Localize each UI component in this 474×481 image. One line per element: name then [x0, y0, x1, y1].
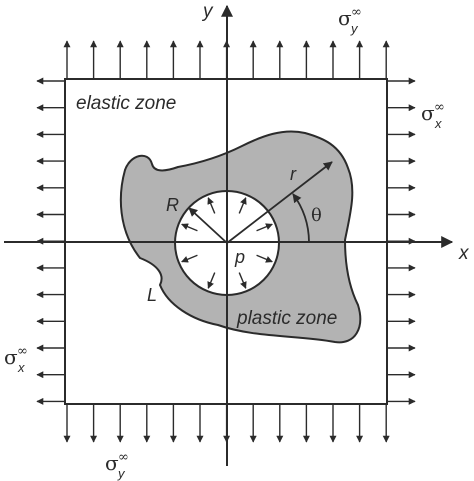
pressure-arrow [207, 197, 216, 214]
pressure-arrow [207, 272, 216, 289]
svg-text:σ: σ [105, 451, 119, 475]
svg-text:σ: σ [4, 345, 18, 369]
angle-theta-arc [292, 193, 310, 243]
radius-r-arrow [226, 161, 333, 244]
svg-text:σ: σ [338, 6, 352, 30]
pressure-arrow [256, 223, 273, 232]
y-axis-label: y [201, 1, 214, 22]
elastic-zone-label: elastic zone [76, 93, 176, 114]
pressure-arrow [181, 254, 198, 263]
svg-text:∞: ∞ [434, 100, 445, 115]
radius-R-arrow [188, 207, 228, 244]
boundary-L-label: L [147, 285, 157, 305]
radius-r-label: r [290, 164, 297, 184]
svg-text:∞: ∞ [17, 344, 28, 359]
radius-R-label: R [166, 195, 179, 215]
svg-text:σ: σ [421, 101, 435, 125]
sigma-y-inf-bottom-label: σ ∞ y [105, 450, 129, 481]
pressure-arrow [181, 223, 198, 232]
far-field-stress-arrows-bottom [63, 404, 390, 443]
plastic-zone-label: plastic zone [236, 308, 337, 329]
svg-text:∞: ∞ [118, 450, 129, 465]
angle-theta-label: θ [311, 205, 322, 226]
pressure-p-label: p [234, 247, 245, 267]
pressure-arrow [238, 272, 247, 289]
svg-text:∞: ∞ [351, 5, 362, 20]
svg-text:y: y [350, 21, 359, 36]
svg-text:x: x [434, 116, 442, 131]
sigma-x-inf-left-label: σ ∞ x [4, 344, 28, 375]
internal-pressure-arrows [181, 197, 273, 289]
pressure-arrow [256, 254, 273, 263]
svg-text:x: x [17, 360, 25, 375]
sigma-x-inf-right-label: σ ∞ x [421, 100, 445, 131]
far-field-stress-arrows-top [63, 40, 390, 79]
svg-text:y: y [117, 466, 126, 481]
x-axis-label: x [458, 243, 470, 264]
sigma-y-inf-top-label: σ ∞ y [338, 5, 362, 36]
pressure-arrow [238, 197, 247, 214]
